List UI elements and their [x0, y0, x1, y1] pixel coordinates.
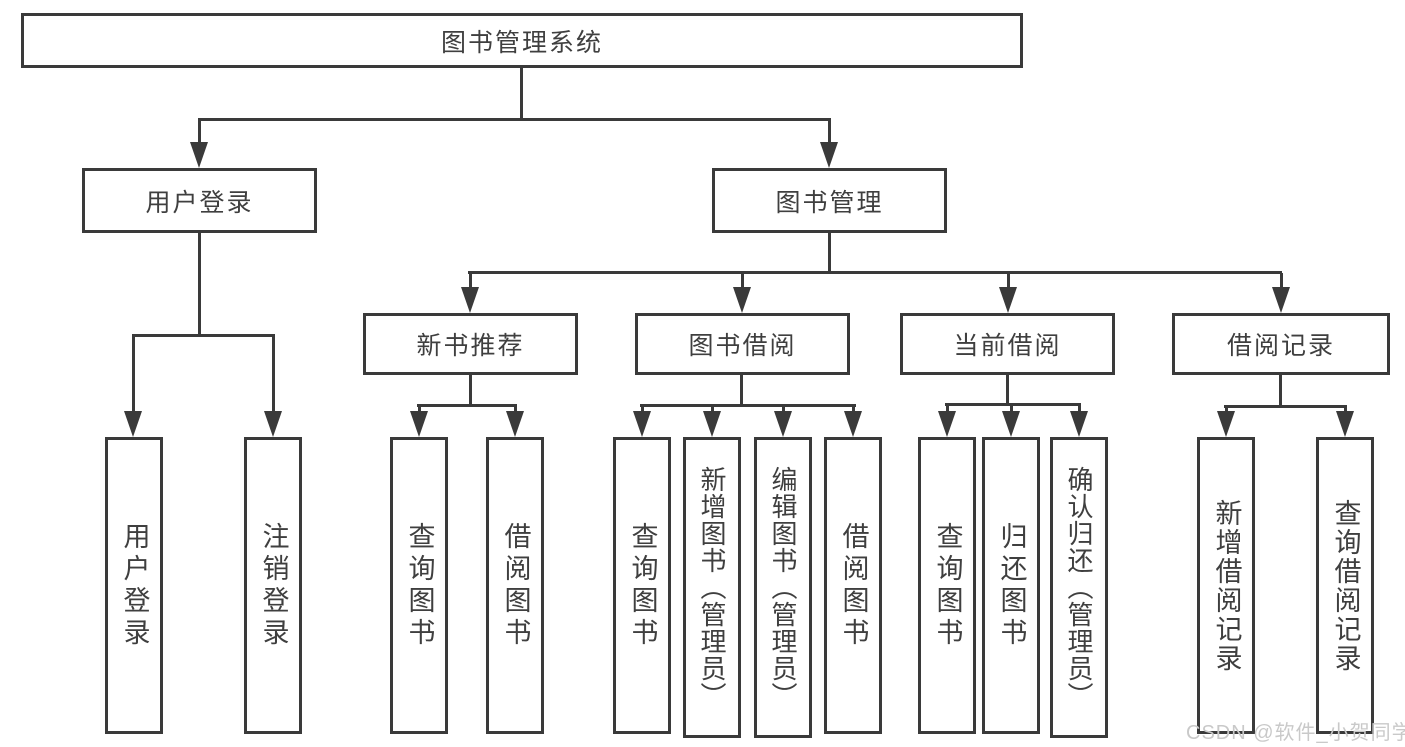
arrow-down-icon — [506, 411, 524, 437]
connector-line — [272, 336, 275, 416]
node-book-borrow-label: 图书借阅 — [688, 332, 797, 360]
leaf-return-books: 归还图书 — [982, 437, 1040, 734]
connector-line — [828, 120, 831, 150]
leaf-logout: 注销登录 — [244, 437, 302, 734]
connector-line — [198, 118, 831, 121]
arrow-down-icon — [410, 411, 428, 437]
arrow-down-icon — [633, 411, 651, 437]
leaf-add-borrow-record-label: 新增借阅记录 — [1211, 498, 1242, 673]
node-new-book-rec: 新书推荐 — [363, 313, 578, 375]
arrow-down-icon — [1272, 287, 1290, 313]
arrow-down-icon — [1002, 411, 1020, 437]
connector-line — [1224, 405, 1347, 408]
node-user-login: 用户登录 — [82, 168, 317, 233]
leaf-borrow-books-1-label: 借阅图书 — [500, 521, 531, 650]
node-borrow-records-label: 借阅记录 — [1226, 332, 1335, 360]
leaf-borrow-books-1: 借阅图书 — [486, 437, 544, 734]
connector-line — [469, 273, 472, 293]
leaf-add-books-admin-label: 新增图书（管理员） — [697, 466, 727, 709]
arrow-down-icon — [124, 411, 142, 437]
node-book-mgmt: 图书管理 — [712, 168, 947, 233]
connector-line — [828, 233, 831, 273]
node-user-login-label: 用户登录 — [145, 188, 254, 217]
leaf-add-books-admin: 新增图书（管理员） — [683, 437, 741, 738]
leaf-query-borrow-record: 查询借阅记录 — [1316, 437, 1374, 734]
leaf-edit-books-admin: 编辑图书（管理员） — [754, 437, 812, 738]
leaf-query-books-2: 查询图书 — [613, 437, 671, 734]
arrow-down-icon — [1217, 411, 1235, 437]
connector-line — [945, 403, 1081, 406]
leaf-return-books-label: 归还图书 — [996, 521, 1027, 650]
connector-line — [469, 375, 472, 406]
leaf-query-books-1: 查询图书 — [390, 437, 448, 734]
connector-line — [198, 120, 201, 150]
arrow-down-icon — [461, 287, 479, 313]
arrow-down-icon — [844, 411, 862, 437]
connector-line — [1279, 375, 1282, 407]
leaf-query-books-3-label: 查询图书 — [932, 521, 963, 650]
arrow-down-icon — [1336, 411, 1354, 437]
connector-line — [520, 68, 523, 120]
node-book-mgmt-label: 图书管理 — [775, 188, 884, 217]
leaf-query-books-3: 查询图书 — [918, 437, 976, 734]
node-new-book-rec-label: 新书推荐 — [416, 332, 525, 360]
leaf-edit-books-admin-label: 编辑图书（管理员） — [768, 466, 798, 709]
connector-line — [741, 273, 744, 293]
connector-line — [1007, 273, 1010, 293]
arrow-down-icon — [703, 411, 721, 437]
leaf-user-login: 用户登录 — [105, 437, 163, 734]
arrow-down-icon — [264, 411, 282, 437]
arrow-down-icon — [190, 142, 208, 168]
node-current-borrow-label: 当前借阅 — [953, 332, 1062, 360]
arrow-down-icon — [733, 287, 751, 313]
node-borrow-records: 借阅记录 — [1172, 313, 1390, 375]
leaf-user-login-label: 用户登录 — [119, 521, 150, 650]
node-book-borrow: 图书借阅 — [635, 313, 850, 375]
leaf-confirm-return-admin-label: 确认归还（管理员） — [1064, 466, 1094, 709]
leaf-query-borrow-record-label: 查询借阅记录 — [1330, 498, 1361, 673]
arrow-down-icon — [999, 287, 1017, 313]
node-root-label: 图书管理系统 — [440, 28, 603, 57]
connector-line — [417, 404, 517, 407]
connector-line — [740, 375, 743, 406]
arrow-down-icon — [938, 411, 956, 437]
node-current-borrow: 当前借阅 — [900, 313, 1115, 375]
watermark: CSDN @软件_小贺同学 — [1186, 722, 1405, 744]
connector-line — [468, 271, 1282, 274]
leaf-borrow-books-2: 借阅图书 — [824, 437, 882, 734]
connector-line — [198, 233, 201, 336]
leaf-confirm-return-admin: 确认归还（管理员） — [1050, 437, 1108, 738]
connector-line — [1006, 375, 1009, 405]
arrow-down-icon — [1070, 411, 1088, 437]
connector-line — [132, 336, 135, 416]
leaf-borrow-books-2-label: 借阅图书 — [838, 521, 869, 650]
leaf-query-books-1-label: 查询图书 — [404, 521, 435, 650]
node-root: 图书管理系统 — [21, 13, 1023, 68]
arrow-down-icon — [774, 411, 792, 437]
connector-line — [640, 404, 856, 407]
connector-line — [1280, 273, 1283, 293]
connector-line — [132, 334, 275, 337]
arrow-down-icon — [820, 142, 838, 168]
leaf-logout-label: 注销登录 — [258, 521, 289, 650]
leaf-query-books-2-label: 查询图书 — [627, 521, 658, 650]
leaf-add-borrow-record: 新增借阅记录 — [1197, 437, 1255, 734]
